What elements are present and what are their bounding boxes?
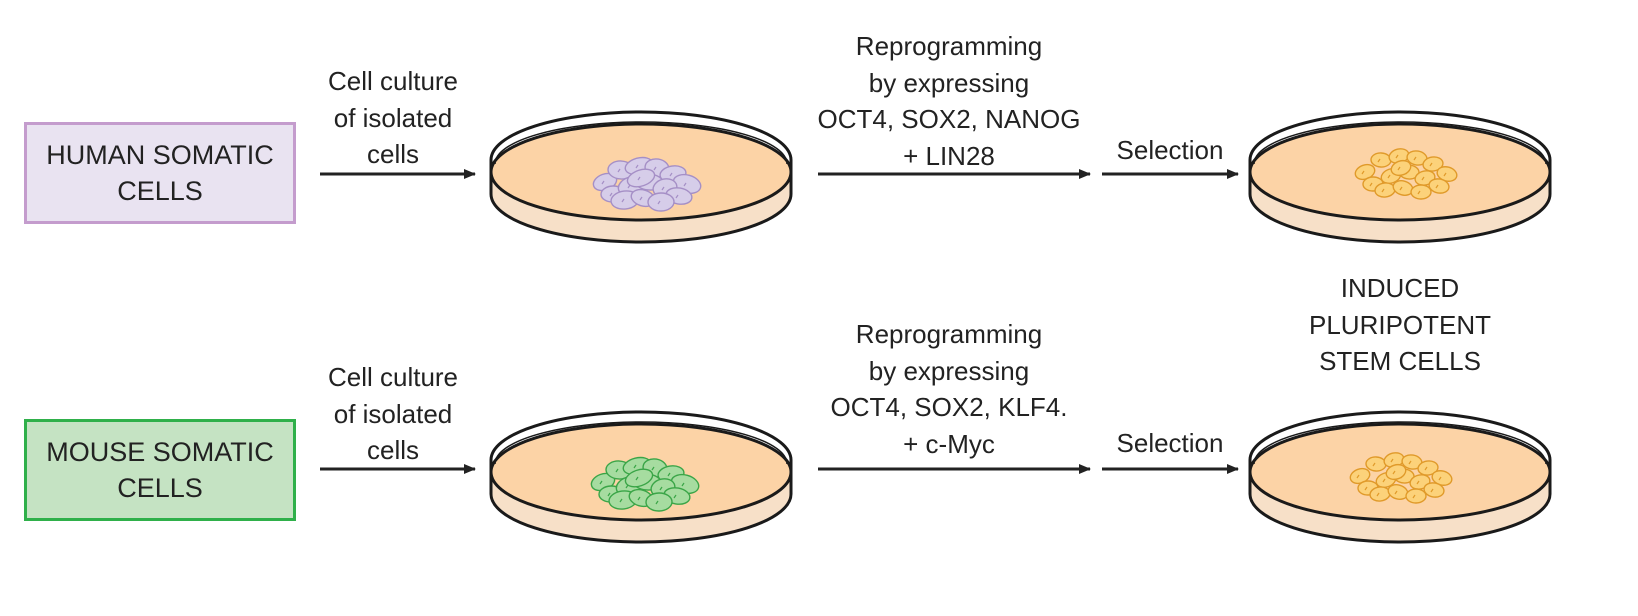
human-somatic-cell [647, 192, 675, 212]
selection-label-mouse-text: Selection [1116, 428, 1224, 458]
culture-label-human: Cell culture of isolated cells [303, 63, 483, 173]
reprogramming-label-mouse-line-3: OCT4, SOX2, KLF4. [830, 392, 1068, 422]
human-ips-cell [1410, 184, 1432, 200]
human-ips-cell [1370, 152, 1392, 168]
selection-label-human-text: Selection [1116, 135, 1224, 165]
culture-label-mouse-line-3: cells [366, 435, 419, 465]
mouse-somatic-label-line-2: CELLS [117, 473, 203, 503]
result-label-line-3: STEM CELLS [1319, 346, 1481, 376]
mouse-ips-cell [1405, 488, 1427, 504]
reprogramming-label-mouse-line-1: Reprogramming [855, 319, 1043, 349]
petri-dish-mouse-ips [1248, 410, 1552, 544]
culture-label-mouse-line-2: of isolated [333, 398, 453, 429]
mouse-somatic-cell [645, 492, 673, 512]
culture-label-human-line-3: cells [366, 139, 419, 169]
human-ips-cell [1428, 178, 1450, 194]
petri-dish-human-ips [1248, 110, 1552, 244]
mouse-somatic-label-line-1: MOUSE SOMATIC [46, 437, 274, 467]
result-label-line-1: INDUCED [1340, 273, 1460, 303]
reprogramming-label-human: Reprogramming by expressing OCT4, SOX2, … [790, 28, 1108, 174]
culture-label-mouse: Cell culture of isolated cells [303, 359, 483, 469]
mouse-ips-cell [1365, 456, 1387, 472]
mouse-ips-cell [1423, 482, 1445, 498]
selection-label-mouse: Selection [1100, 425, 1240, 462]
reprogramming-label-mouse-line-2: by expressing [868, 355, 1030, 386]
human-somatic-label-line-1: HUMAN SOMATIC [46, 140, 274, 170]
reprogramming-label-human-line-3: OCT4, SOX2, NANOG [817, 104, 1081, 134]
petri-dish-human-culture [489, 110, 793, 244]
human-somatic-cells-box: HUMAN SOMATIC CELLS [24, 122, 296, 224]
reprogramming-label-human-line-4: + LIN28 [903, 140, 995, 171]
reprogramming-label-human-line-2: by expressing [868, 67, 1030, 98]
result-label-line-2: PLURIPOTENT [1308, 309, 1492, 340]
mouse-ips-cell [1417, 460, 1439, 476]
culture-label-human-line-2: of isolated [333, 102, 453, 133]
human-ips-cell [1390, 159, 1412, 177]
induced-pluripotent-stem-cells-label: INDUCED PLURIPOTENT STEM CELLS [1270, 270, 1530, 380]
human-ips-cell [1422, 156, 1444, 172]
mouse-ips-cell [1385, 463, 1407, 481]
selection-label-human: Selection [1100, 132, 1240, 169]
human-somatic-label-line-2: CELLS [117, 176, 203, 206]
reprogramming-label-mouse-line-4: + c-Myc [903, 428, 995, 459]
human-somatic-cell [626, 168, 656, 188]
mouse-somatic-cells-box: MOUSE SOMATIC CELLS [24, 419, 296, 521]
petri-dish-mouse-culture [489, 410, 793, 544]
culture-label-mouse-line-1: Cell culture [327, 362, 459, 392]
reprogramming-label-mouse: Reprogramming by expressing OCT4, SOX2, … [790, 316, 1108, 462]
culture-label-human-line-1: Cell culture [327, 66, 459, 96]
mouse-somatic-cell [624, 468, 654, 488]
reprogramming-label-human-line-1: Reprogramming [855, 31, 1043, 61]
